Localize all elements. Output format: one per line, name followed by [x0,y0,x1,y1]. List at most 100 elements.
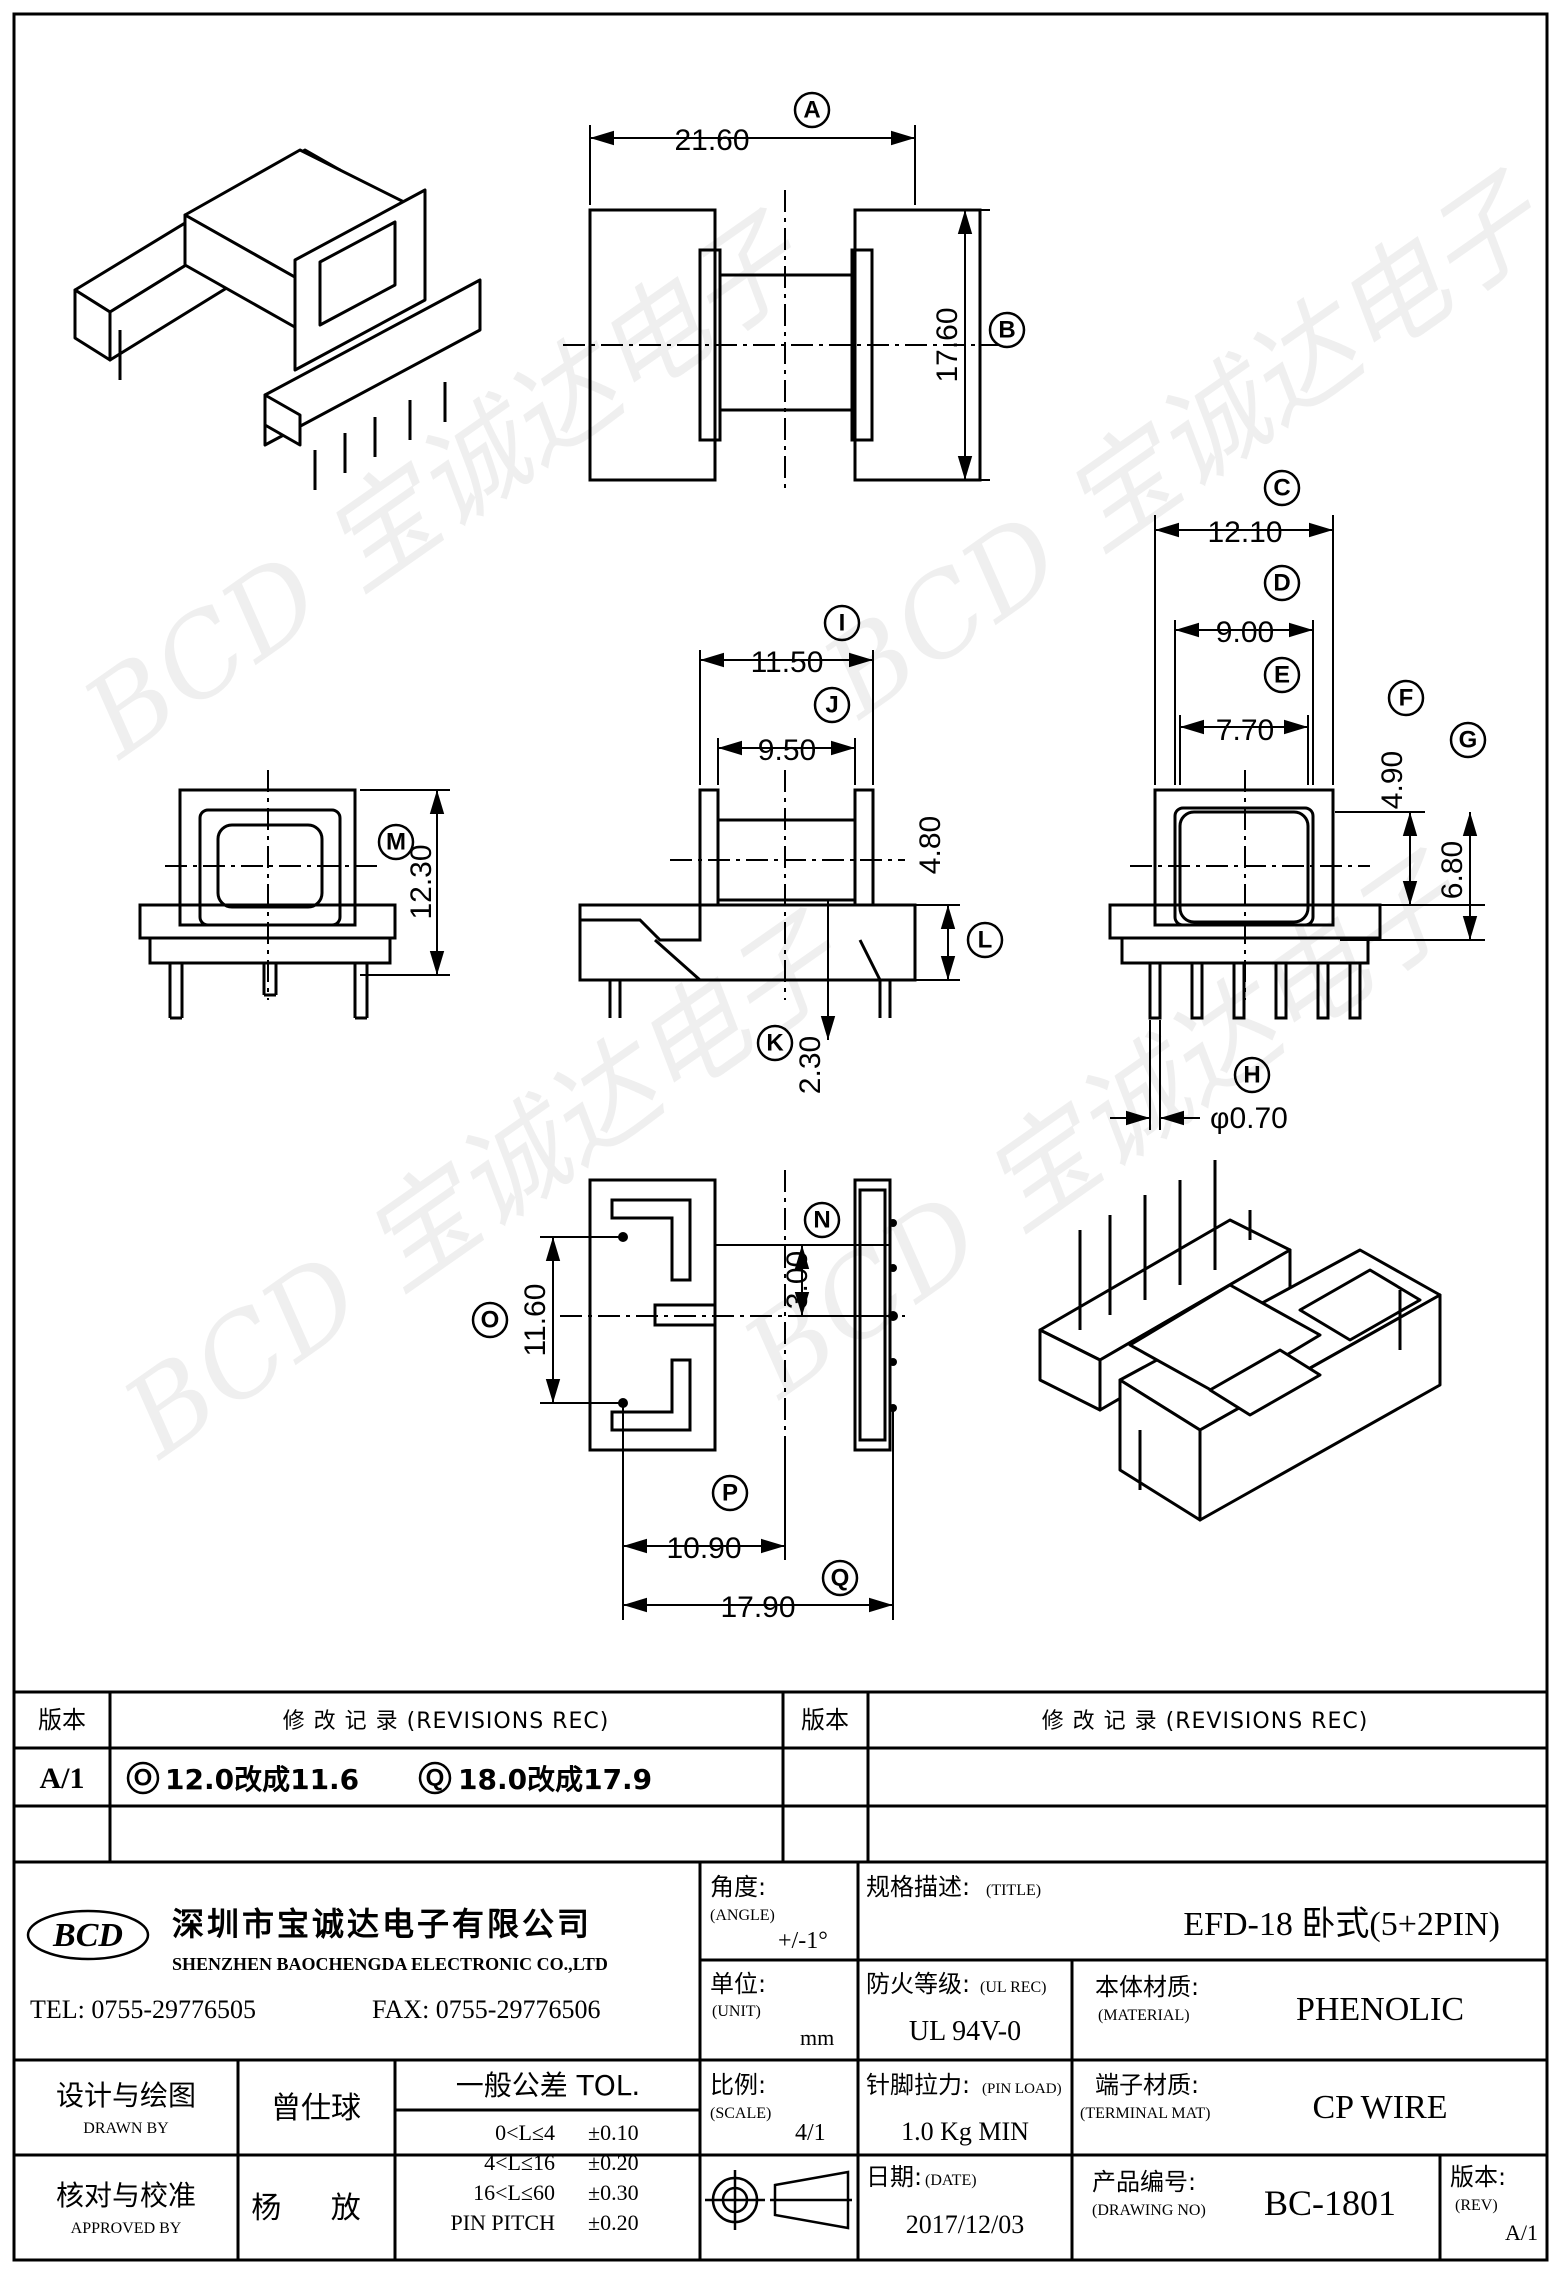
drawn-sub: DRAWN BY [83,2120,169,2137]
unit-label: 单位: [710,1970,766,1998]
badge-d: D [1273,570,1290,597]
sheet-border [12,12,1549,2262]
approved-value: 杨 放 [251,2191,381,2226]
ul-sub: (UL REC) [980,1979,1047,1996]
dim-c-value: 12.10 [1207,516,1282,549]
rev-col-records-left: 修 改 记 录 (REVISIONS REC) [283,1709,610,1734]
tol-range-1: 4<L≤16 [484,2150,555,2175]
tol-range-2: 16<L≤60 [473,2180,555,2205]
front-view-left [138,770,450,1020]
tol-label: 一般公差 TOL. [456,2069,641,2102]
rev-row1-version: A/1 [40,1762,85,1795]
badge-j: J [825,692,838,719]
rev-row1-badge2: Q [426,1765,445,1792]
rev-col-version-left: 版本 [38,1706,86,1734]
material-value: PHENOLIC [1296,1991,1464,2028]
dim-k-value: 2.30 [794,1036,827,1094]
title-value: EFD-18 卧式(5+2PIN) [1183,1906,1500,1943]
svg-text:BCD 宝诚达电子: BCD 宝诚达电子 [800,151,1561,743]
bottom-view [540,1170,905,1620]
pinload-sub: (PIN LOAD) [982,2081,1062,2097]
dim-j-value: 9.50 [758,734,816,767]
badge-g: G [1459,727,1478,754]
ul-label: 防火等级: [866,1970,970,1998]
terminal-sub: (TERMINAL MAT) [1080,2105,1211,2122]
dim-g-value: 6.80 [1436,841,1469,899]
material-label: 本体材质: [1095,1973,1199,2001]
dim-a-value: 21.60 [674,124,749,157]
tolerance-table: 0<L≤4 ±0.10 4<L≤16 ±0.20 16<L≤60 ±0.30 P… [450,2120,638,2235]
dim-l-value: 4.80 [914,816,947,874]
isometric-view-top [73,148,482,490]
dim-o-value: 11.60 [519,1284,552,1357]
scale-sub: (SCALE) [710,2105,771,2122]
drawing-no-label: 产品编号: [1092,2168,1196,2196]
angle-value: +/-1° [778,1928,828,1954]
terminal-label: 端子材质: [1095,2071,1199,2099]
angle-label: 角度: [710,1873,766,1901]
side-view-center [578,650,960,1040]
dim-f-value: 4.90 [1376,751,1409,809]
dim-h-value: φ0.70 [1210,1102,1288,1135]
badge-n: N [813,1207,830,1234]
company-tel: TEL: 0755-29776505 [30,1995,256,2024]
tol-value-0: ±0.10 [588,2120,639,2145]
rev-row1-text1: 12.0改成11.6 [165,1763,359,1796]
pinload-label: 针脚拉力: [866,2071,970,2099]
rev-sub: (REV) [1455,2197,1498,2214]
badge-p: P [722,1480,738,1507]
rev-col-records-right: 修 改 记 录 (REVISIONS REC) [1042,1709,1369,1734]
dim-p-value: 10.90 [666,1532,741,1565]
logo-text: BCD [52,1917,123,1954]
badge-e: E [1274,662,1290,689]
material-sub: (MATERIAL) [1098,2007,1190,2024]
date-value: 2017/12/03 [906,2210,1024,2239]
badge-l: L [978,927,993,954]
badge-c: C [1273,475,1290,502]
company-name-cn: 深圳市宝诚达电子有限公司 [172,1905,592,1943]
scale-label: 比例: [710,2071,766,2099]
date-sub: (DATE) [925,2172,977,2189]
title-sub: (TITLE) [986,1882,1041,1899]
approved-label: 核对与校准 [56,2179,196,2212]
dimension-badges [377,91,1487,1597]
badge-b: B [998,317,1015,344]
badge-q: Q [831,1565,850,1592]
tol-value-2: ±0.30 [588,2180,639,2205]
date-label: 日期: [866,2163,922,2191]
end-view-right [1108,515,1485,1130]
badge-h: H [1243,1062,1260,1089]
badge-k: K [766,1030,784,1057]
company-fax: FAX: 0755-29776506 [372,1995,600,2024]
dim-n-value: 3.00 [781,1251,814,1309]
projection-symbol-icon [705,2170,852,2230]
title-block [14,1860,1547,2260]
unit-sub: (UNIT) [712,2003,761,2020]
badge-f: F [1399,685,1414,712]
tol-value-3: ±0.20 [588,2210,639,2235]
top-view [563,125,1000,490]
dim-b-value: 17.60 [931,307,964,382]
rev-label: 版本: [1450,2163,1506,2191]
isometric-view-bottom [1038,1160,1442,1522]
dim-m-value: 12.30 [405,844,438,919]
rev-row1-badge1: O [134,1765,153,1792]
dim-e-value: 7.70 [1216,714,1274,747]
rev-col-version-right: 版本 [801,1706,849,1734]
tol-range-3: PIN PITCH [450,2210,555,2235]
dim-i-value: 11.50 [751,646,824,679]
angle-sub: (ANGLE) [710,1907,775,1924]
company-name-en: SHENZHEN BAOCHENGDA ELECTRONIC CO.,LTD [172,1954,608,1974]
tol-value-1: ±0.20 [588,2150,639,2175]
rev-value: A/1 [1505,2220,1538,2245]
tol-range-0: 0<L≤4 [495,2120,555,2145]
drawing-no-sub: (DRAWING NO) [1092,2202,1206,2219]
company-logo: BCD [26,1909,150,1961]
approved-sub: APPROVED BY [71,2220,182,2237]
badge-o: O [481,1307,500,1334]
drawing-no-value: BC-1801 [1264,2183,1396,2223]
badge-i: I [839,610,846,637]
badge-m: M [386,829,406,856]
rev-row1-text2: 18.0改成17.9 [458,1763,652,1796]
